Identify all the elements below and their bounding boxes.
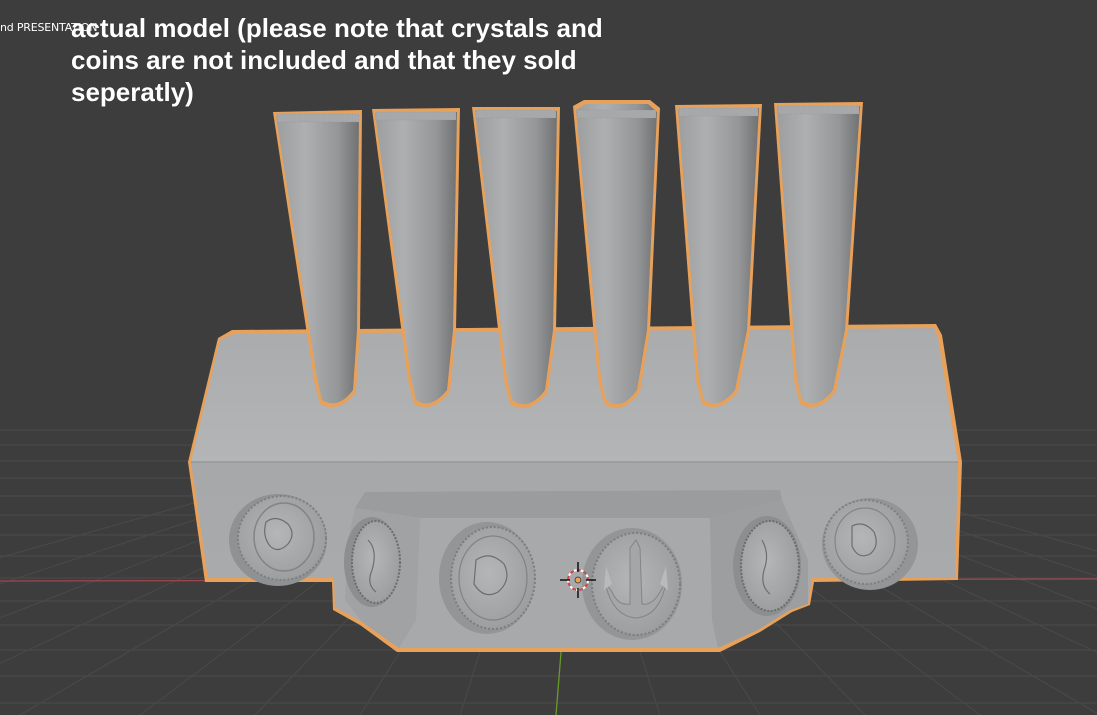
center-block-top [355, 490, 782, 518]
crystal-tube-3 [472, 107, 560, 408]
display-stand-model[interactable] [188, 100, 962, 652]
coin-slot-6 [822, 498, 918, 590]
corner-label: nd PRESENTATION [0, 21, 98, 34]
power-symbol-icon [604, 539, 667, 619]
y-axis-line [555, 639, 563, 715]
crystal-tube-5 [675, 104, 762, 408]
3d-cursor-icon[interactable] [560, 562, 596, 598]
crystal-tube-1 [273, 110, 362, 408]
caption-line-2: coins are not included and that they sol… [71, 45, 577, 75]
caption-line-1: actual model (please note that crystals … [71, 13, 603, 43]
coin-slot-4-power-symbol [582, 528, 682, 640]
crystal-tube-2 [372, 108, 460, 408]
coin-slot-5 [733, 516, 801, 616]
base-top-face [191, 328, 958, 462]
crystal-tube-4 [573, 100, 660, 408]
coin-slot-1 [229, 494, 327, 586]
caption-overlay: actual model (please note that crystals … [71, 12, 671, 108]
coin-slot-3 [439, 522, 536, 634]
caption-line-3: seperatly) [71, 77, 194, 107]
crystal-tube-6 [774, 102, 863, 408]
coin-slot-2 [344, 517, 401, 607]
